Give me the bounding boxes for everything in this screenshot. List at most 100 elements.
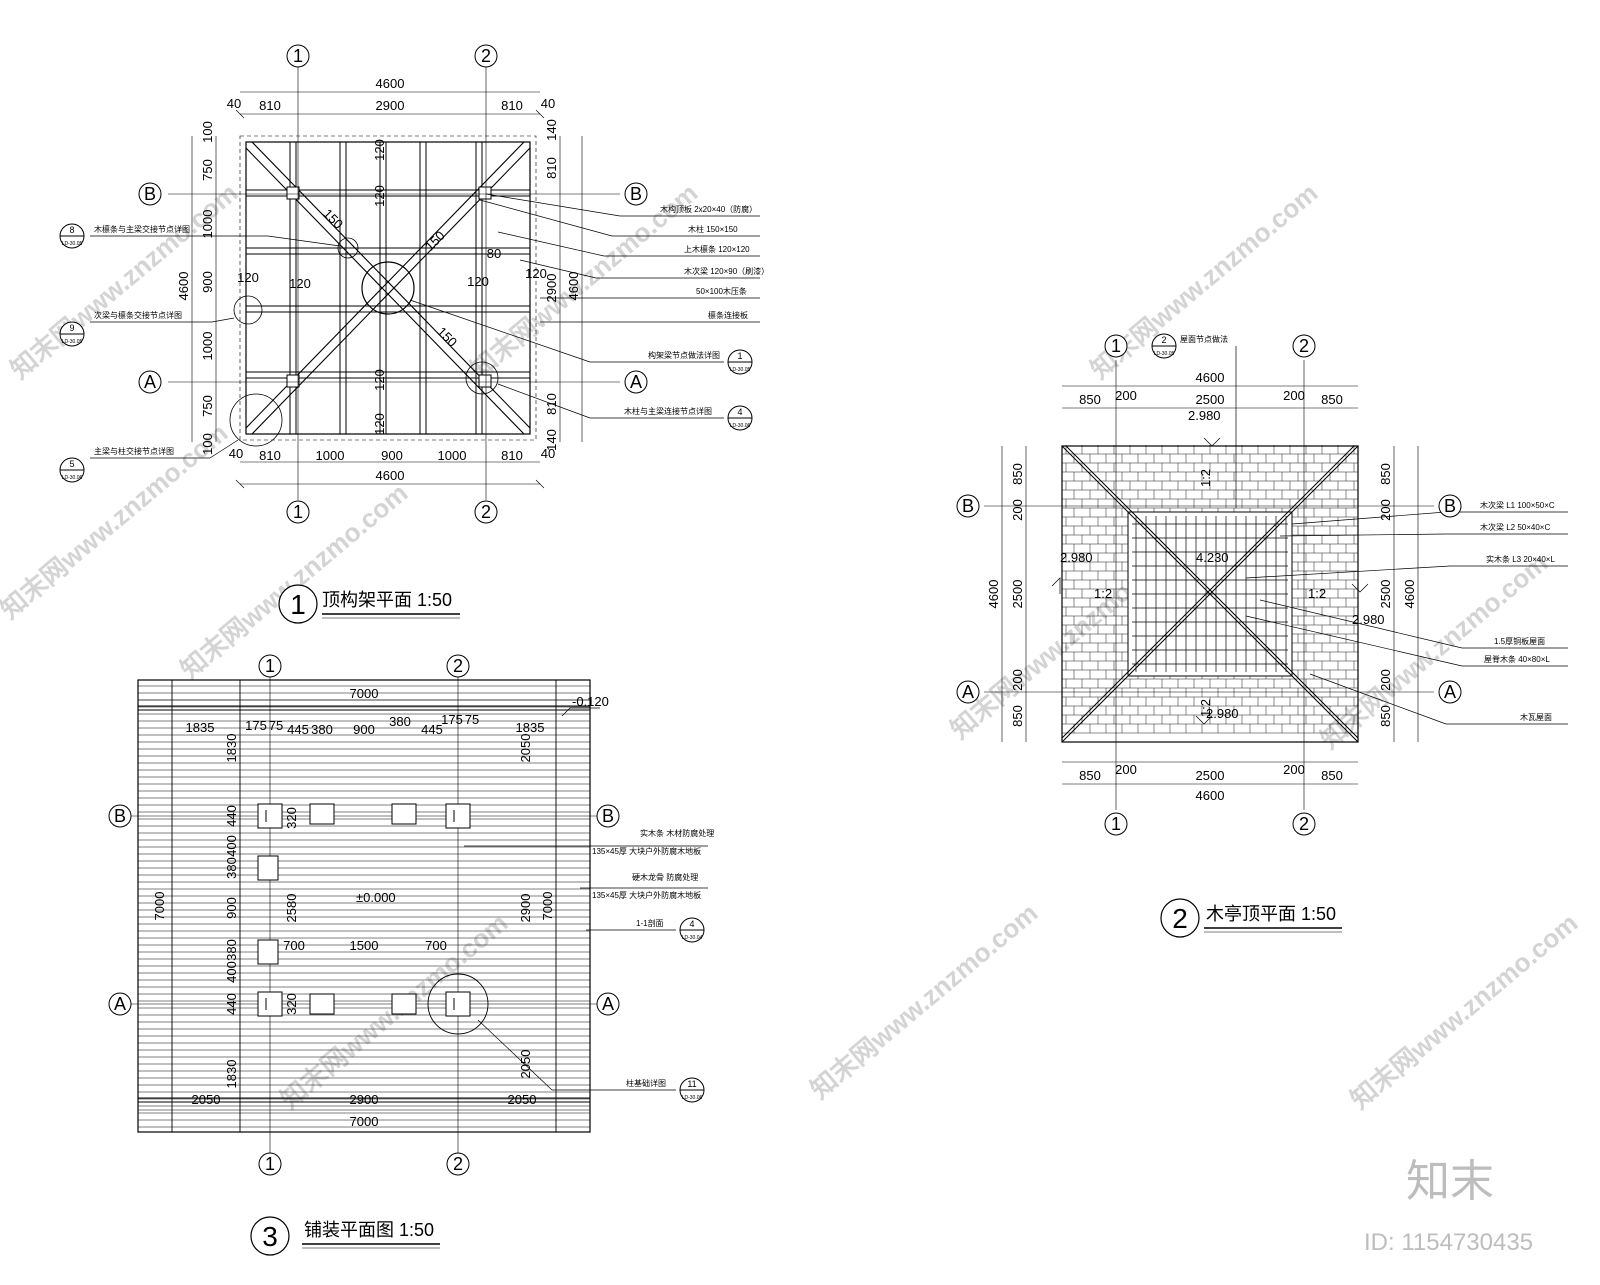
roof-plan-labels: 1 2 1 2 B A B A 2 LD-30.05 屋面节点做法 4600 8…: [956, 333, 1555, 938]
dim-text: 120: [237, 270, 259, 285]
grid-lines: [128, 676, 600, 1156]
dimension-lines: [138, 699, 590, 1111]
grid-bubble-b-right: B: [624, 182, 648, 206]
note-text: 木次梁 L1 100×50×C: [1480, 500, 1555, 510]
dim-text: 445: [287, 722, 309, 737]
dim-text: 2900: [376, 98, 405, 113]
dim-text: 900: [224, 897, 239, 919]
dim-text: 80: [487, 246, 501, 261]
slope-text: 1:2: [1198, 699, 1213, 717]
dim-text: 850: [1378, 463, 1393, 485]
dim-text: 7000: [350, 1114, 379, 1129]
note-text: 硬木龙骨 防腐处理: [632, 872, 698, 882]
dim-text: 120: [372, 185, 387, 207]
drawing-title-3: 3 铺装平面图 1:50: [250, 1216, 440, 1256]
svg-text:1: 1: [293, 502, 303, 522]
dim-text: 400: [224, 961, 239, 983]
level-text: -0.120: [572, 694, 609, 709]
note-text: 檩条连接板: [708, 310, 748, 320]
dim-text: 750: [200, 395, 215, 417]
dim-text: 2500: [1196, 768, 1225, 783]
dim-text: 1835: [516, 720, 545, 735]
dim-text: 810: [544, 393, 559, 415]
dim-text: 200: [1010, 669, 1025, 691]
dim-text: 120: [289, 276, 311, 291]
dim-text: 4600: [566, 272, 581, 301]
dim-text: 4600: [1196, 788, 1225, 803]
grid-bubble-b-left: B: [956, 494, 980, 518]
svg-text:LD-30.06: LD-30.06: [730, 423, 751, 429]
note-text: 构架梁节点做法详图: [648, 350, 720, 360]
dim-text: 200: [1283, 388, 1305, 403]
deck-boards: [138, 685, 590, 1128]
svg-text:B: B: [602, 806, 614, 826]
grid-bubble-2-bottom: 2: [446, 1152, 470, 1176]
dim-text: 2050: [192, 1092, 221, 1107]
paving-plan-labels: 1 2 1 2 B A B A -0.120 ±0.000 7000 1835 …: [108, 654, 714, 1256]
dim-text: 140: [544, 429, 559, 451]
hip-lines: [1061, 445, 1359, 743]
svg-text:A: A: [114, 994, 126, 1014]
dim-text: 75: [465, 712, 479, 727]
note-text: 1.5厚铜板屋面: [1494, 636, 1545, 646]
watermark-text: 知末网www.znzmo.com: [1315, 547, 1554, 754]
elevation-text: 2.980: [1188, 408, 1221, 423]
dim-text: 400: [224, 835, 239, 857]
svg-text:4: 4: [737, 407, 742, 417]
dim-text: 140: [544, 119, 559, 141]
dim-text: 850: [1321, 392, 1343, 407]
detail-ref-bubble: 11 LD-30.06: [679, 1077, 705, 1103]
dim-text: 200: [1115, 388, 1137, 403]
dim-text: 7000: [540, 892, 555, 921]
dim-text: 120: [525, 266, 547, 281]
dim-text: 380: [311, 722, 333, 737]
grid-bubble-b-right: B: [596, 804, 620, 828]
dim-text: 380: [224, 857, 239, 879]
dim-text: 1835: [186, 720, 215, 735]
brand-logo: 知末 ID: 1154730435: [1364, 1157, 1533, 1256]
grid-bubble-1-bottom: 1: [286, 500, 310, 524]
svg-text:1: 1: [1111, 336, 1121, 356]
dim-text: 810: [259, 98, 281, 113]
svg-text:1: 1: [293, 46, 303, 66]
svg-text:4: 4: [689, 919, 694, 929]
dim-text: 320: [284, 993, 299, 1015]
dim-text: 200: [1115, 762, 1137, 777]
dim-text: 850: [1010, 705, 1025, 727]
grid-bubble-2-top: 2: [474, 44, 498, 68]
dim-text: 200: [1283, 762, 1305, 777]
svg-text:LD-30.06: LD-30.06: [682, 1095, 703, 1101]
svg-text:2: 2: [453, 1154, 463, 1174]
grid-bubble-a-right: A: [624, 370, 648, 394]
grid-bubble-1-bottom: 1: [258, 1152, 282, 1176]
svg-text:LD-30.06: LD-30.06: [62, 475, 83, 481]
dim-text: 1500: [350, 938, 379, 953]
note-text: 屋脊木条 40×80×L: [1484, 654, 1550, 664]
posts: [286, 186, 492, 388]
dim-text: 1000: [316, 448, 345, 463]
dim-text: 120: [372, 139, 387, 161]
svg-text:顶构架平面 1:50: 顶构架平面 1:50: [322, 590, 452, 610]
grid-bubble-2-bottom: 2: [474, 500, 498, 524]
note-text: 木檩条与主梁交接节点详图: [94, 224, 190, 234]
dim-text: 380: [224, 939, 239, 961]
note-text: 木构顶板 2x20×40（防腐）: [660, 204, 757, 214]
dim-text: 1830: [224, 734, 239, 763]
level-text: ±0.000: [356, 890, 396, 905]
detail-ref-bubble: 1 LD-30.05: [727, 349, 753, 375]
dim-text: 100: [200, 433, 215, 455]
dim-text: 40: [229, 446, 243, 461]
svg-text:2: 2: [1161, 335, 1166, 345]
leader-lines: [464, 707, 708, 1091]
note-text: 木柱 150×150: [688, 224, 738, 234]
grid-lines: [168, 66, 620, 500]
dim-text: 40: [541, 96, 555, 111]
grid-bubble-a-left: A: [956, 680, 980, 704]
elevation-text: 2.980: [1206, 706, 1239, 721]
dim-text: 440: [224, 993, 239, 1015]
roof-plan: [984, 346, 1568, 810]
svg-text:LD-30.04: LD-30.04: [682, 935, 703, 941]
dim-text: 900: [200, 271, 215, 293]
